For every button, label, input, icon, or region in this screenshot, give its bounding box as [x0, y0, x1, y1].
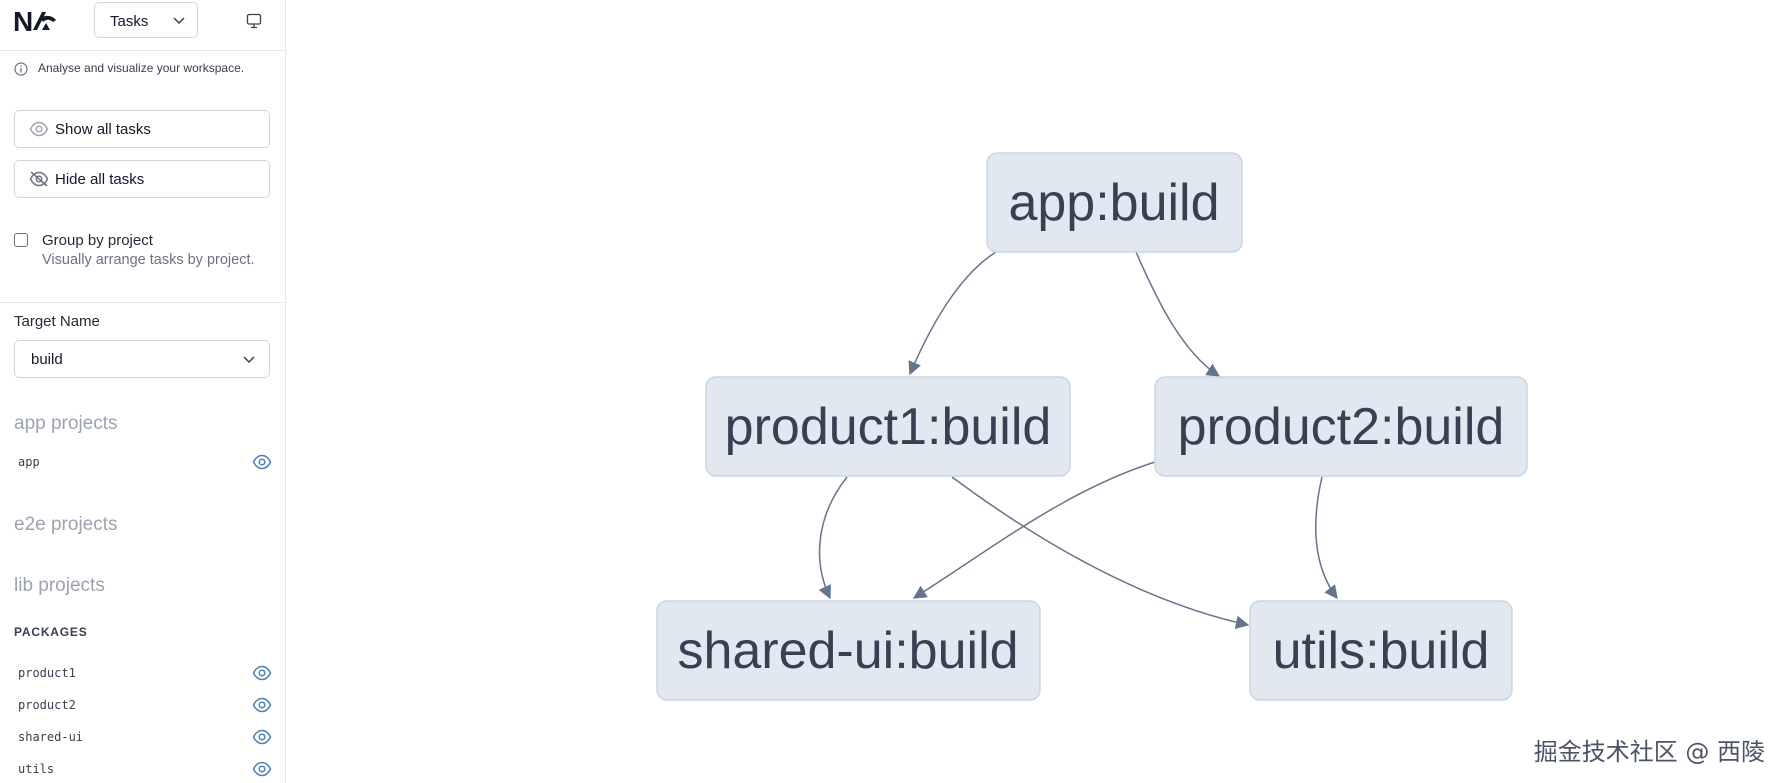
eye-icon[interactable]	[252, 697, 272, 713]
project-row-product1: product1	[18, 663, 272, 685]
app-projects-heading: app projects	[14, 413, 118, 434]
eye-icon[interactable]	[252, 729, 272, 745]
eye-icon	[29, 121, 49, 137]
monitor-icon[interactable]	[245, 12, 263, 30]
target-name-value: build	[31, 351, 63, 368]
node-product2-build[interactable]: product2:build	[1154, 376, 1528, 477]
eye-icon[interactable]	[252, 454, 272, 470]
group-by-project-description: Visually arrange tasks by project.	[42, 252, 255, 268]
group-by-project-checkbox[interactable]	[14, 233, 28, 247]
e2e-projects-heading: e2e projects	[14, 514, 118, 535]
edge-product1-shared-ui	[818, 476, 848, 600]
task-graph: app:build product1:build product2:build …	[656, 152, 1528, 701]
packages-heading: PACKAGES	[14, 625, 88, 639]
target-name-select[interactable]: build	[14, 340, 270, 378]
project-row-shared-ui: shared-ui	[18, 727, 272, 749]
node-shared-ui-build[interactable]: shared-ui:build	[656, 600, 1041, 701]
eye-icon[interactable]	[252, 761, 272, 777]
hint-text: Analyse and visualize your workspace.	[38, 61, 245, 75]
edge-product1-utils-curve	[951, 476, 1250, 629]
hide-all-tasks-label: Hide all tasks	[55, 171, 145, 188]
edge-app-product2	[1135, 251, 1221, 377]
project-row-app: app	[18, 452, 272, 474]
target-name-label: Target Name	[14, 313, 100, 330]
sidebar: N Tasks Analyse and vis	[0, 0, 286, 783]
project-name: shared-ui	[18, 730, 84, 744]
watermark: 掘金技术社区 @ 西陵	[1533, 738, 1765, 766]
node-utils-build[interactable]: utils:build	[1249, 600, 1513, 701]
eye-icon[interactable]	[252, 665, 272, 681]
node-product1-build[interactable]: product1:build	[705, 376, 1071, 477]
show-all-tasks-button[interactable]: Show all tasks	[14, 110, 270, 148]
sidebar-divider	[0, 302, 285, 303]
project-name: utils	[18, 762, 55, 776]
node-label: product2:build	[1178, 398, 1505, 456]
node-label: product1:build	[725, 398, 1052, 456]
view-select-value: Tasks	[110, 13, 149, 30]
sidebar-header: N Tasks	[0, 0, 285, 51]
view-select[interactable]: Tasks	[94, 2, 198, 38]
chevron-down-icon	[173, 17, 185, 25]
show-all-tasks-label: Show all tasks	[55, 121, 151, 138]
chevron-down-icon	[243, 356, 255, 364]
project-name: product1	[18, 666, 76, 680]
eye-off-icon	[29, 171, 49, 187]
svg-text:N: N	[13, 6, 33, 36]
project-name: app	[18, 455, 40, 469]
info-icon	[14, 62, 28, 76]
group-by-project-label: Group by project	[42, 232, 153, 249]
project-name: product2	[18, 698, 76, 712]
node-label: utils:build	[1273, 622, 1490, 680]
nx-logo: N	[13, 6, 56, 36]
edge-product2-shared-ui	[912, 461, 1156, 599]
project-row-product2: product2	[18, 695, 272, 717]
edge-app-product1	[908, 251, 997, 376]
graph-canvas[interactable]: app:build product1:build product2:build …	[287, 0, 1785, 783]
project-row-utils: utils	[18, 759, 272, 781]
hide-all-tasks-button[interactable]: Hide all tasks	[14, 160, 270, 198]
node-app-build[interactable]: app:build	[986, 152, 1243, 253]
node-label: app:build	[1008, 174, 1219, 232]
node-label: shared-ui:build	[677, 622, 1018, 680]
lib-projects-heading: lib projects	[14, 575, 105, 596]
edge-product2-utils	[1315, 476, 1338, 600]
